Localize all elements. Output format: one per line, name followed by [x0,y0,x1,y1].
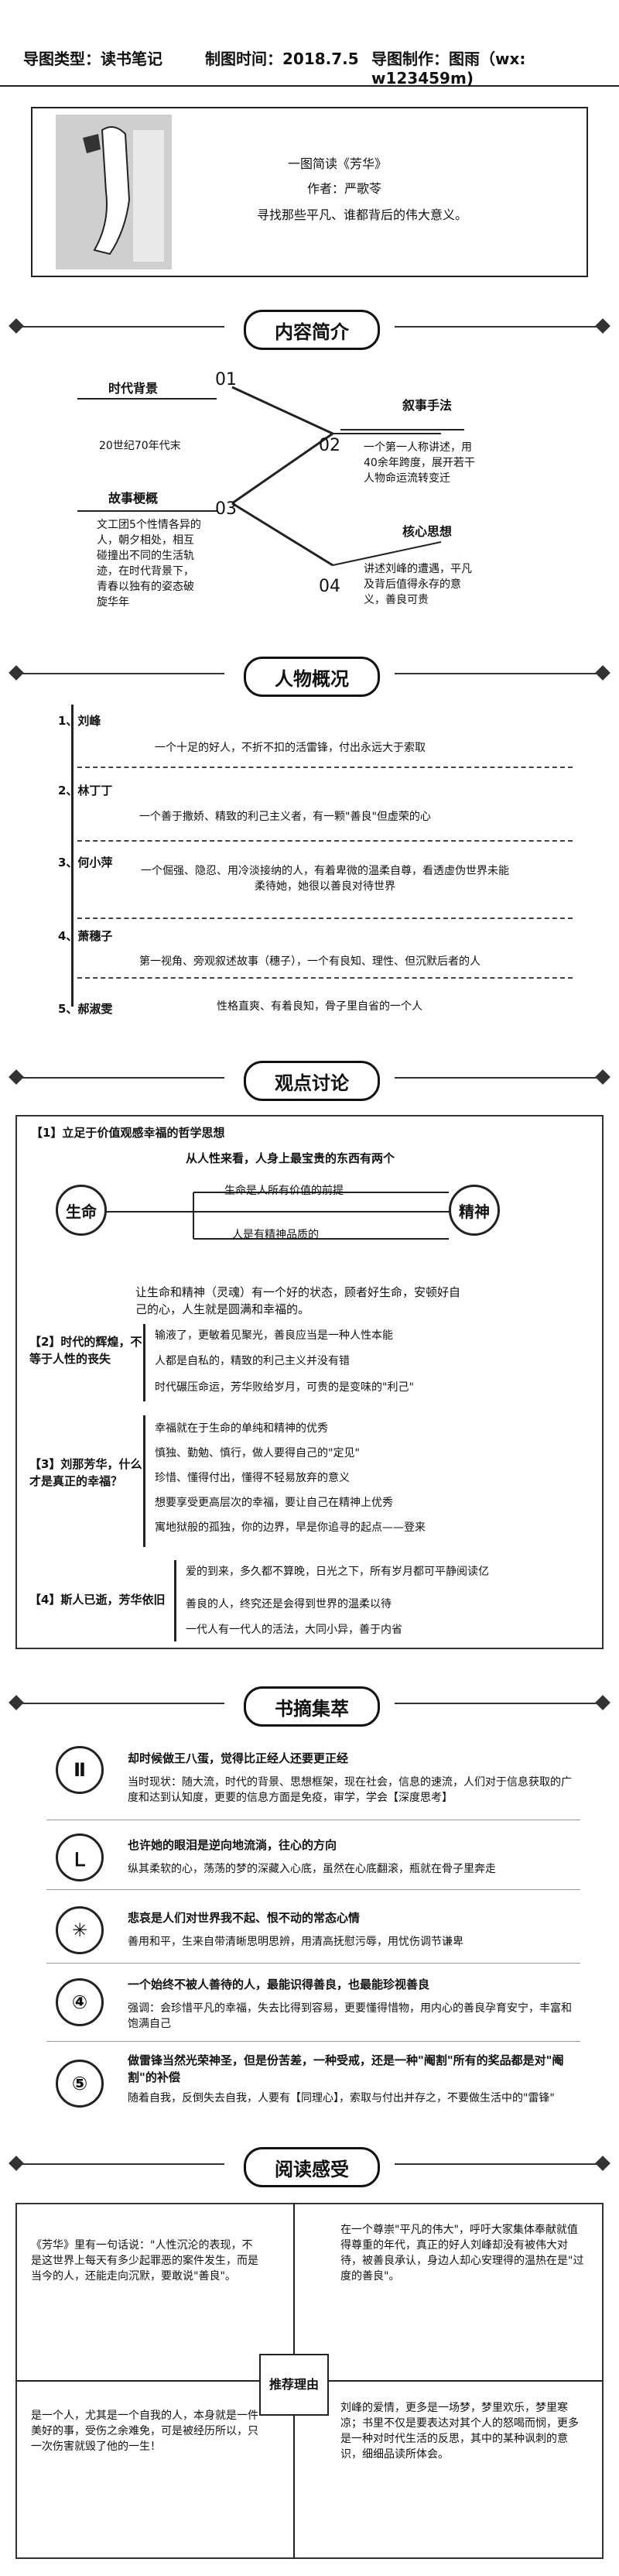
view-3-point: 幸福就在于生命的单纯和精神的优秀 [155,1422,328,1435]
quote-1-body: 当时现状：随大流，时代的背景、思想框架，现在社会，信息的速流，人们对于信息获取的… [128,1776,572,1804]
character-divider [77,767,573,768]
review-left-top: 《芳华》里有一句话说："人性沉沦的表现，不是这世界上每天有多少起罪恶的案件发生，… [31,2239,258,2283]
views-life-premise: 生命是人所有价值的前提 [224,1185,344,1197]
intro-core-label: 核心思想 [402,524,453,539]
view-1-conclusion: 让生命和精神（灵魂）有一个好的状态，顾者好生命，安顿好自己的心，人生就是圆满和幸… [135,1285,461,1316]
quote-5-body: 随着自我，反倒失去自我，人要有【同理心】，索取与付出并存之，不要做生活中的"雷锋… [128,2092,555,2104]
intro-diagram-lines [77,386,464,567]
section-review-title: 阅读感受 [244,2147,380,2187]
character-5-desc: 性格直爽、有着良知，骨子里自省的一个人 [217,1000,422,1013]
intro-num-02: 02 [319,436,340,455]
section-intro-title: 内容简介 [244,310,380,350]
quote-2-body: 纵其柔软的心，荡荡的梦的深藏入心底，虽然在心底翻滚，瓶就在骨子里奔走 [128,1863,496,1875]
review-left-bottom: 是一个人，尤其是一个自我的人，本身就是一件美好的事，受伤之余难免，可是被经历所以… [31,2410,258,2453]
quote-2-icon: Ｌ [56,1833,104,1881]
views-spirit-quality: 人是有精神品质的 [232,1229,319,1241]
view-4-point: 爱的到来，多久都不算晚，日光之下，所有岁月都可平静阅读亿 [186,1566,489,1578]
type-label: 导图类型：读书笔记 [23,50,162,68]
intro-style-text: 一个第一人称讲述，用40余年跨度，展开若干人物命运流转变迁 [364,441,475,485]
view-3-point: 想要享受更高层次的幸福，要让自己在精神上优秀 [155,1497,393,1509]
cover-tagline: 寻找那些平凡、谁都背后的伟大意义。 [257,208,468,222]
view-4-point: 善良的人，终究还是会得到世界的温柔以待 [186,1598,392,1610]
view-3-point: 寓地狱般的孤独，你的边界，早是你追寻的起点——登来 [155,1521,426,1534]
view-2-point: 输液了，更敏着见聚光，善良应当是一种人性本能 [155,1329,393,1342]
review-right-top: 在一个尊崇"平凡的伟大"，呼吁大家集体奉献就值得尊重的年代，真正的好人刘峰却没有… [340,2224,584,2283]
character-divider [77,977,573,979]
cover-author: 作者：严歌苓 [307,181,382,196]
view-1-subtitle: 从人性来看，人身上最宝贵的东西有两个 [186,1151,395,1165]
views-life-node: 生命 [56,1185,107,1236]
character-5-name: 5、郝淑雯 [58,1002,113,1016]
character-3-name: 3、何小萍 [58,856,113,870]
quote-3-title: 悲哀是人们对世界我不起、恨不动的常态心情 [128,1911,361,1925]
intro-plot-label: 故事梗概 [108,491,159,506]
header-bar: 导图类型：读书笔记 制图时间：2018.7.5 导图制作：图雨（wx: w123… [0,0,619,87]
view-2-point: 时代碾压命运，芳华败给岁月，可贵的是变味的"利己" [155,1381,414,1394]
section-quotes-header: 书摘集萃 [0,1680,619,1727]
character-divider [77,918,573,919]
intro-num-04: 04 [319,577,340,596]
intro-plot-text: 文工团5个性情各异的人，朝夕相处，相互碰撞出不同的生活轨迹，在时代背景下，青春以… [97,519,201,609]
view-3-point: 珍惜、懂得付出，懂得不轻易放弃的意义 [155,1472,350,1484]
intro-style-label: 叙事手法 [402,398,453,413]
quote-4-title: 一个始终不被人善待的人，最能识得善良，也最能珍视善良 [128,1977,430,1991]
character-3-desc: 一个倔强、隐忍、用冷淡接纳的人，有着卑微的温柔自尊，看透虚伪世界未能柔待她，她很… [141,865,509,893]
quote-2-title: 也许她的眼泪是逆向地流淌，往心的方向 [128,1838,337,1852]
date-label: 制图时间：2018.7.5 [205,50,359,68]
section-intro-header: 内容简介 [0,304,619,350]
cover-card: 一图简读《芳华》 作者：严歌苓 寻找那些平凡、谁都背后的伟大意义。 [31,107,588,277]
view-4-point: 一代人有一代人的活法，大同小异，善于内省 [186,1624,402,1636]
quote-5-icon: ⑤ [56,2060,104,2108]
views-spirit-node: 精神 [449,1185,500,1236]
view-2-point: 人都是自私的，精致的利己主义并没有错 [155,1355,350,1367]
views-life-spirit-diagram [97,1192,487,1240]
book-illustration-icon [56,115,172,269]
intro-num-01: 01 [215,370,237,389]
author-label: 导图制作：图雨（wx: w123459m) [371,50,526,87]
view-3-point: 慎独、勤勉、慎行，做人要得自己的"定见" [155,1447,360,1460]
intro-num-03: 03 [215,499,237,519]
character-1-name: 1、刘峰 [58,714,101,728]
quote-1-title: 却时候做王八蛋，觉得比正经人还要更正经 [128,1751,349,1765]
character-divider [77,840,573,842]
review-center-label: 推荐理由 [259,2354,329,2416]
characters-timeline [71,705,74,1007]
character-2-desc: 一个善于撒娇、精致的利己主义者，有一颗"善良"但虚荣的心 [139,811,431,823]
quote-5-title: 做雷锋当然光荣神圣，但是份苦差，一种受戒，还是一种"阉割"所有的奖品都是对"阉割… [128,2053,564,2084]
cover-title: 一图简读《芳华》 [288,156,388,171]
character-1-desc: 一个十足的好人，不折不扣的活雷锋，付出永远大于索取 [155,742,426,754]
quote-4-body: 强调：会珍惜平凡的幸福，失去比得到容易，更要懂得惜物，用内心的善良孕育安宁，丰富… [128,2002,572,2030]
view-4-title: 【4】斯人已逝，芳华依旧 [29,1593,166,1607]
character-2-name: 2、林丁丁 [58,784,113,797]
views-box [15,1115,604,1649]
character-4-desc: 第一视角、旁观叙述故事（穗子），一个有良知、理性、但沉默后者的人 [139,955,480,968]
review-right-bottom: 刘峰的爱情，更多是一场梦，梦里欢乐，梦里寒凉；书里不仅是要表达对其个人的怒喝而悯… [340,2402,579,2461]
view-1-title: 【1】立足于价值观感幸福的哲学思想 [31,1126,225,1140]
view-2-title: 【2】时代的辉煌，不等于人性的丧失 [29,1335,142,1366]
quote-3-body: 善用和平，生来自带清晰思明思辨，用清高抚慰污辱，用忧伤调节谦卑 [128,1936,463,1948]
quote-3-icon: ✳ [56,1906,104,1954]
intro-time-bg-label: 时代背景 [108,381,159,396]
section-quotes-title: 书摘集萃 [244,1686,380,1727]
section-views-header: 观点讨论 [0,1055,619,1101]
section-characters-header: 人物概况 [0,650,619,697]
section-review-header: 阅读感受 [0,2141,619,2187]
character-4-name: 4、萧穗子 [58,929,113,943]
quote-4-icon: ④ [56,1978,104,2026]
intro-core-text: 讲述刘峰的遭遇，平凡及背后值得永存的意义，善良可贵 [364,563,472,606]
intro-time-bg-text: 20世纪70年代末 [99,440,181,452]
book-cover-image [56,115,172,269]
section-characters-title: 人物概况 [244,657,380,697]
quote-1-icon: Ⅱ [56,1746,104,1794]
section-views-title: 观点讨论 [244,1061,380,1101]
view-3-title: 【3】刘那芳华，什么才是真正的幸福？ [29,1457,142,1488]
